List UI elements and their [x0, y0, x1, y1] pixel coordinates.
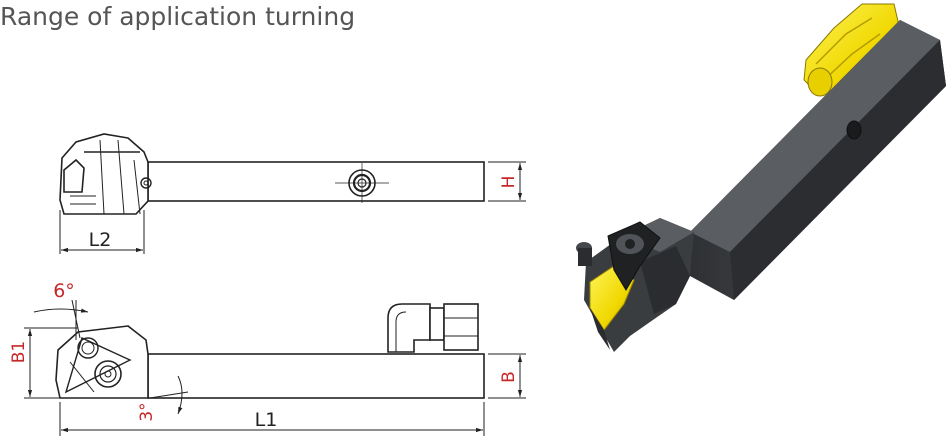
angle-top-dimension — [33, 299, 89, 340]
bottom-view-drawing — [55, 303, 485, 399]
angle-top-label: 6° — [53, 280, 75, 302]
b-label: B — [499, 371, 519, 383]
l2-label: L2 — [89, 229, 112, 251]
b1-label: B1 — [9, 341, 29, 363]
l1-label: L1 — [255, 409, 278, 431]
b-dimension — [488, 353, 526, 399]
top-view-drawing — [59, 133, 485, 215]
h-label: H — [499, 176, 519, 189]
h-dimension — [488, 161, 526, 202]
tool-holder-render — [576, 3, 946, 352]
l2-dimension — [59, 210, 145, 254]
page-title: Range of application turning — [0, 2, 356, 31]
b1-dimension — [24, 327, 78, 399]
l1-dimension — [59, 402, 485, 436]
angle-bottom-label: 3° — [137, 402, 157, 421]
angle-bottom-dimension — [149, 375, 190, 415]
